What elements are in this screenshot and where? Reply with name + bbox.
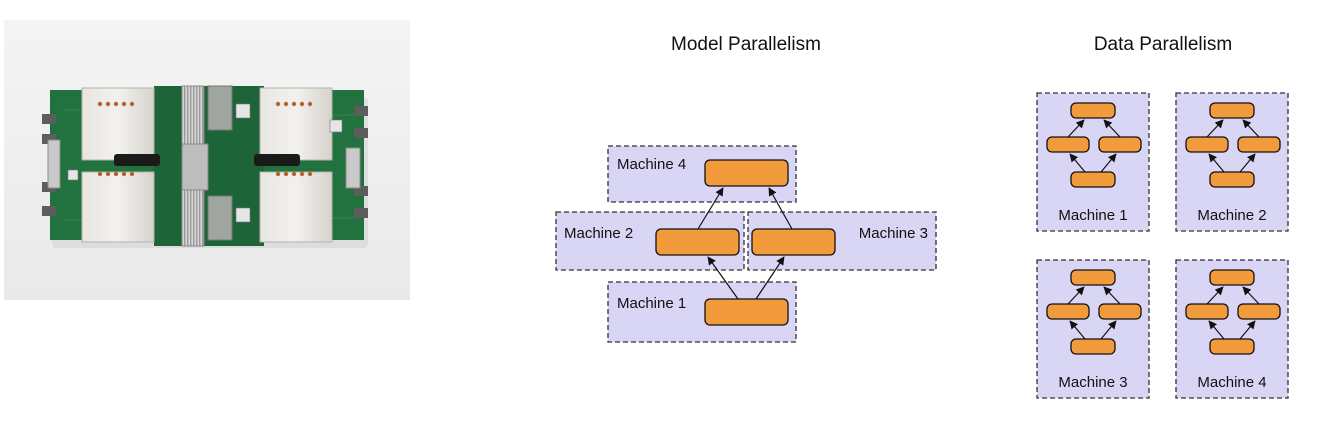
model-machine-1-label: Machine 1 — [617, 295, 686, 312]
data-edge — [1069, 153, 1086, 173]
data-machine-4-label: Machine 4 — [1197, 374, 1266, 391]
data-node-right — [1237, 136, 1281, 153]
data-edge — [1067, 119, 1085, 138]
data-machine-4: Machine 4 — [1175, 259, 1289, 399]
model-machine-4-label: Machine 4 — [617, 156, 686, 173]
model-edge-bottom-right — [755, 256, 785, 300]
data-edge — [1100, 320, 1117, 340]
data-node-right — [1098, 303, 1142, 320]
model-machine-2-label: Machine 2 — [564, 225, 633, 242]
data-parallelism-title: Data Parallelism — [1094, 34, 1232, 55]
data-edge — [1103, 119, 1121, 138]
data-edge — [1239, 320, 1256, 340]
data-node-bottom — [1070, 338, 1116, 355]
data-edge — [1239, 153, 1256, 173]
data-node-top — [1209, 269, 1255, 286]
data-node-bottom — [1209, 338, 1255, 355]
circuit-board-photo — [4, 20, 410, 300]
data-edge — [1208, 153, 1225, 173]
data-machine-2-label: Machine 2 — [1197, 207, 1266, 224]
model-parallelism-title: Model Parallelism — [671, 34, 821, 55]
data-edge — [1067, 286, 1085, 305]
model-machine-2: Machine 2 — [555, 211, 745, 271]
data-node-left — [1046, 136, 1090, 153]
data-edge — [1206, 286, 1224, 305]
data-machine-3: Machine 3 — [1036, 259, 1150, 399]
data-node-left — [1185, 303, 1229, 320]
data-node-left — [1046, 303, 1090, 320]
model-machine-1: Machine 1 — [607, 281, 797, 343]
data-node-left — [1185, 136, 1229, 153]
data-edge — [1069, 320, 1086, 340]
data-node-right — [1098, 136, 1142, 153]
model-node-left — [655, 228, 740, 256]
data-node-top — [1209, 102, 1255, 119]
data-edge — [1208, 320, 1225, 340]
model-node-top — [704, 159, 789, 187]
model-machine-3: Machine 3 — [747, 211, 937, 271]
data-edge — [1206, 119, 1224, 138]
data-edge — [1242, 119, 1260, 138]
model-node-right — [751, 228, 836, 256]
model-machine-4: Machine 4 — [607, 145, 797, 203]
data-edge — [1242, 286, 1260, 305]
data-node-top — [1070, 102, 1116, 119]
model-edge-left-top — [697, 187, 724, 230]
model-machine-3-label: Machine 3 — [859, 225, 928, 242]
data-node-right — [1237, 303, 1281, 320]
data-edge — [1100, 153, 1117, 173]
model-edge-bottom-left — [707, 256, 739, 300]
data-machine-2: Machine 2 — [1175, 92, 1289, 232]
data-node-top — [1070, 269, 1116, 286]
model-edge-right-top — [768, 187, 793, 230]
model-node-bottom — [704, 298, 789, 326]
data-node-bottom — [1209, 171, 1255, 188]
data-machine-3-label: Machine 3 — [1058, 374, 1127, 391]
data-machine-1-label: Machine 1 — [1058, 207, 1127, 224]
data-node-bottom — [1070, 171, 1116, 188]
data-edge — [1103, 286, 1121, 305]
data-machine-1: Machine 1 — [1036, 92, 1150, 232]
